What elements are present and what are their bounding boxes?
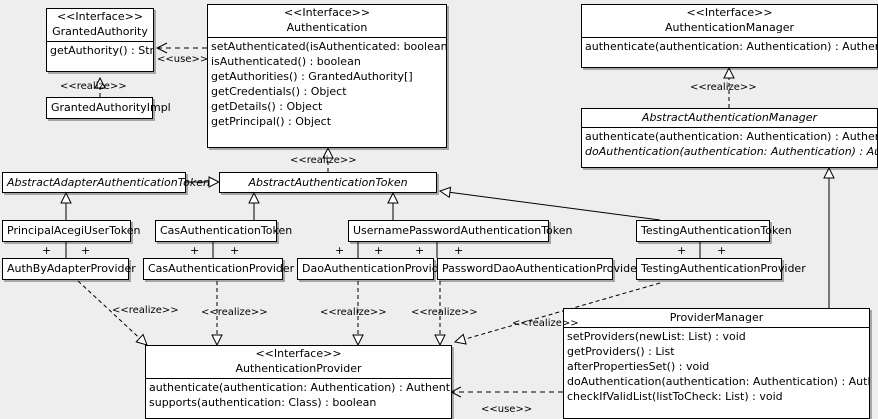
class-name: CasAuthenticationProvider [148,262,295,275]
operations-compartment: getAuthority() : String [47,41,153,59]
association-plus: + [374,244,384,257]
class-name: ProviderManager [669,311,764,324]
class-name: AbstractAuthenticationToken [248,176,408,189]
operation: checkIfValidList(listToCheck: List) : vo… [567,390,783,403]
edge-generalize-testing-authentication-token [440,191,661,221]
edge-label-realize-abstract-authentication-token: <<realize>> [290,155,357,166]
class-name: TestingAuthenticationProvider [641,262,806,275]
class-name: AuthenticationManager [665,21,794,34]
class-name: UsernamePasswordAuthenticationToken [353,224,573,237]
operation: setProviders(newList: List) : void [567,330,746,343]
edge-label-realize-provider-manager: <<realize>> [512,318,579,329]
class-name: Authentication [286,21,368,34]
class-header: AbstractAuthenticationManager [582,109,877,127]
class-cas-authentication-token[interactable]: CasAuthenticationToken [155,220,293,242]
operation: getProviders() : List [567,345,675,358]
operation: getPrincipal() : Object [211,115,332,128]
class-header: <<Interface>> AuthenticationProvider [146,346,451,378]
class-auth-by-adapter-provider[interactable]: AuthByAdapterProvider [2,258,136,280]
class-cas-authentication-provider[interactable]: CasAuthenticationProvider [143,258,295,280]
class-abstract-adapter-authentication-token[interactable]: AbstractAdapterAuthenticationToken [2,172,210,193]
stereotype-label: <<Interface>> [283,6,371,19]
association-plus: + [677,244,687,257]
edge-label-realize-password-dao-provider: <<realize>> [411,307,478,318]
class-name: GrantedAuthority [52,25,148,38]
class-header: ProviderManager [564,309,869,327]
operation: setAuthenticated(isAuthenticated: boolea… [211,40,446,53]
class-name: DaoAuthenticationProvider [302,262,450,275]
edge-label-realize-dao-authentication-provider: <<realize>> [320,307,387,318]
operation: getAuthorities() : GrantedAuthority[] [211,70,413,83]
operations-compartment: setAuthenticated(isAuthenticated: boolea… [208,37,446,130]
class-name: CasAuthenticationToken [160,224,293,237]
class-dao-authentication-provider[interactable]: DaoAuthenticationProvider [297,258,450,280]
class-authentication-provider[interactable]: <<Interface>> AuthenticationProvider aut… [145,345,452,419]
operation: afterPropertiesSet() : void [567,360,710,373]
edge-label-use-provider-manager: <<use>> [481,404,533,415]
operation: getAuthority() : String [50,44,153,57]
edge-label-realize-auth-by-adapter-provider: <<realize>> [112,305,179,316]
class-abstract-authentication-token[interactable]: AbstractAuthenticationToken [219,172,437,193]
operation: doAuthentication(authentication: Authent… [567,375,869,388]
edge-label-realize-abstract-authentication-manager: <<realize>> [690,82,757,93]
operations-compartment: authenticate(authentication: Authenticat… [582,127,877,160]
class-testing-authentication-token[interactable]: TestingAuthenticationToken [636,220,792,242]
class-name: AuthByAdapterProvider [7,262,136,275]
class-name: TestingAuthenticationToken [641,224,792,237]
edge-label-realize-cas-authentication-provider: <<realize>> [201,307,268,318]
class-name: GrantedAuthorityImpl [51,101,171,114]
association-plus: + [415,244,425,257]
association-plus: + [190,244,200,257]
class-authentication-manager[interactable]: <<Interface>> AuthenticationManager auth… [581,4,878,68]
class-authentication[interactable]: <<Interface>> Authentication setAuthenti… [207,4,447,148]
class-password-dao-authentication-provider[interactable]: PasswordDaoAuthenticationProvider [437,258,642,280]
stereotype-label: <<Interface>> [686,6,773,19]
class-name: PrincipalAcegiUserToken [7,224,141,237]
stereotype-label: <<Interface>> [255,347,342,360]
operation: supports(authentication: Class) : boolea… [149,396,377,409]
class-granted-authority-impl[interactable]: GrantedAuthorityImpl [46,97,171,119]
association-plus: + [42,244,52,257]
operation: authenticate(authentication: Authenticat… [149,381,451,394]
operation: doAuthentication(authentication: Authent… [585,145,877,158]
association-plus: + [230,244,240,257]
operation: isAuthenticated() : boolean [211,55,361,68]
class-granted-authority[interactable]: <<Interface>> GrantedAuthority getAuthor… [46,8,154,72]
class-header: <<Interface>> AuthenticationManager [582,5,877,37]
association-plus: + [335,244,345,257]
edge-label-realize-granted-authority-impl: <<realize>> [60,81,127,92]
class-header: <<Interface>> Authentication [208,5,446,37]
class-principal-acegi-user-token[interactable]: PrincipalAcegiUserToken [2,220,141,242]
operations-compartment: authenticate(authentication: Authenticat… [146,378,451,411]
class-name: AbstractAuthenticationManager [641,111,818,124]
edge-label-use-authentication-granted-authority: <<use>> [157,54,209,65]
operations-compartment: authenticate(authentication: Authenticat… [582,37,877,55]
operation: authenticate(authentication: Authenticat… [585,130,877,143]
operation: getDetails() : Object [211,100,323,113]
class-name: AbstractAdapterAuthenticationToken [7,176,210,189]
class-username-password-authentication-token[interactable]: UsernamePasswordAuthenticationToken [348,220,573,242]
class-testing-authentication-provider[interactable]: TestingAuthenticationProvider [636,258,806,280]
class-name: PasswordDaoAuthenticationProvider [442,262,642,275]
class-name: AuthenticationProvider [235,362,362,375]
stereotype-label: <<Interface>> [56,10,144,23]
operation: getCredentials() : Object [211,85,347,98]
class-header: <<Interface>> GrantedAuthority [47,9,153,41]
class-abstract-authentication-manager[interactable]: AbstractAuthenticationManager authentica… [581,108,878,168]
operations-compartment: setProviders(newList: List) : void getPr… [564,327,869,405]
class-provider-manager[interactable]: ProviderManager setProviders(newList: Li… [563,308,870,419]
operation: authenticate(authentication: Authenticat… [585,40,877,53]
association-plus: + [454,244,464,257]
association-plus: + [81,244,91,257]
association-plus: + [717,244,727,257]
